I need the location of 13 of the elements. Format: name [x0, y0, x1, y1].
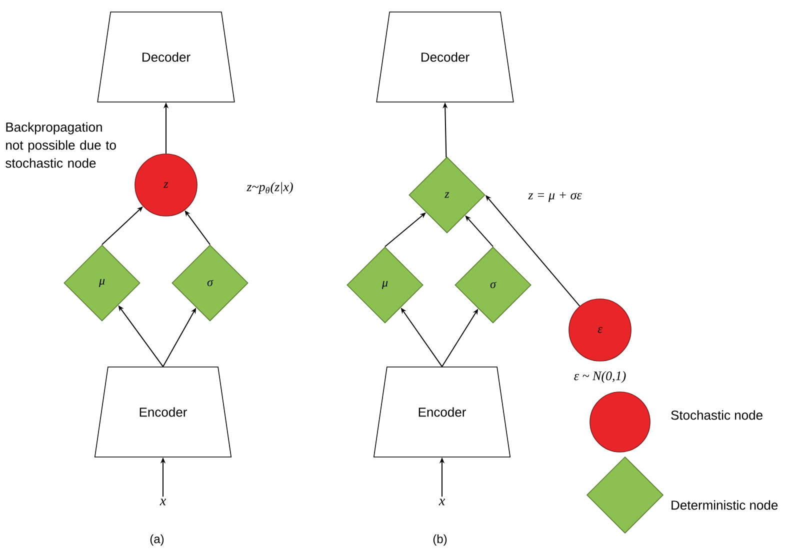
panel-caption: (b): [433, 534, 447, 546]
variable-text: x: [160, 498, 166, 506]
formula-text: z = μ + σε: [528, 192, 582, 202]
trapezoid-block: Decoder: [97, 12, 235, 102]
formula-text: ε ~ N(0,1): [574, 371, 626, 383]
trapezoid-block: Encoder: [373, 366, 511, 458]
note-text: Backpropagation not possible due to stochastic node: [6, 122, 116, 168]
variable-text: x: [438, 498, 446, 506]
panel-caption: (a): [150, 534, 164, 546]
trapezoid-block: Decoder: [376, 12, 514, 102]
trapezoid-block: Encoder: [94, 366, 232, 458]
formula-text: z~p$_{θ}$(z|x): [246, 182, 293, 194]
legend-entry: Stochastic node: [590, 392, 762, 452]
